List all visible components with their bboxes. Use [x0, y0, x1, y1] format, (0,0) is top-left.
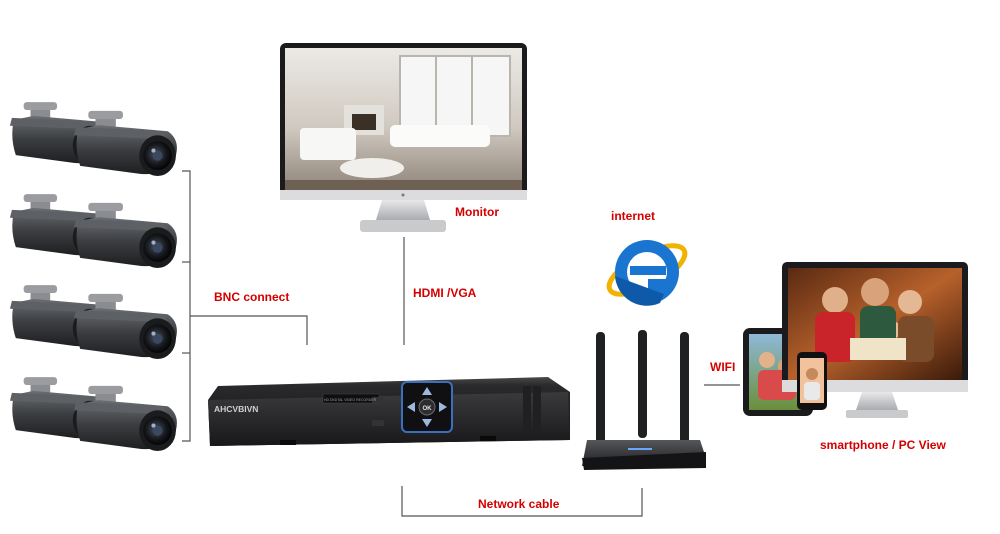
internet-explorer-icon	[606, 240, 688, 306]
pc-monitor	[782, 262, 968, 418]
label-smartphone-pc-view: smartphone / PC View	[820, 438, 946, 452]
dvr-recorder	[208, 377, 570, 446]
bullet-camera-icon	[74, 110, 177, 177]
dvr-model: HD DIGITAL VIDEO RECORDER	[324, 398, 377, 402]
bullet-camera-icon	[74, 293, 177, 360]
camera-group	[9, 102, 177, 452]
bullet-camera-icon	[74, 385, 177, 452]
dvr-brand: AHCVBIVN	[214, 404, 258, 414]
connection-lines	[182, 170, 740, 517]
monitor-device	[280, 43, 527, 232]
label-monitor: Monitor	[455, 205, 499, 219]
label-bnc-connect: BNC connect	[214, 290, 290, 304]
dvr-ok-button: OK	[423, 406, 433, 412]
wifi-router	[582, 330, 706, 470]
smartphone-device	[797, 352, 827, 410]
label-network-cable: Network cable	[478, 497, 560, 511]
label-internet: internet	[611, 209, 656, 223]
label-wifi: WIFI	[710, 360, 736, 374]
bullet-camera-icon	[74, 202, 177, 269]
label-hdmi-vga: HDMI /VGA	[413, 286, 477, 300]
